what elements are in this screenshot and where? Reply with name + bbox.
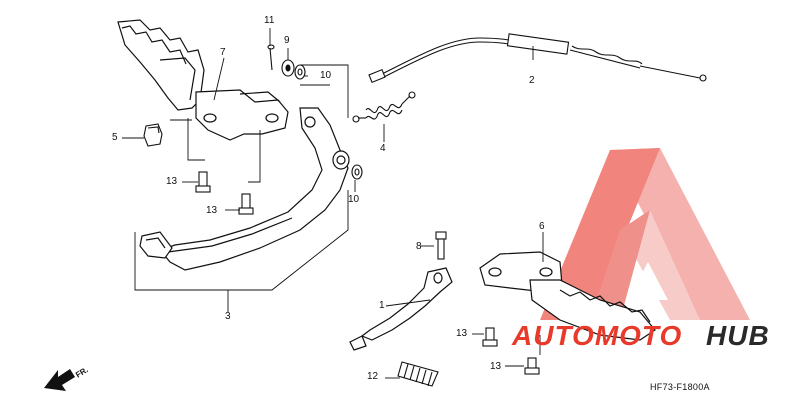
watermark-logo-mark — [540, 148, 750, 320]
callout-13-right-lower: 13 — [490, 361, 502, 372]
callout-11: 11 — [264, 15, 275, 26]
bolt-part-13c — [482, 327, 498, 347]
front-direction-arrow-icon — [44, 369, 75, 391]
watermark-wordmark-hub: HUB — [706, 320, 770, 351]
washer-part-10a — [294, 64, 306, 80]
diagram-reference-code: HF73-F1800A — [650, 382, 710, 392]
callout-13-right-upper: 13 — [456, 328, 468, 339]
callout-12: 12 — [367, 371, 379, 382]
shift-lever-part-1 — [349, 267, 453, 351]
callout-8: 8 — [416, 241, 422, 252]
right-step — [479, 251, 656, 341]
callout-6: 6 — [539, 221, 545, 232]
nut-part-5 — [143, 123, 163, 147]
callout-10-lower: 10 — [348, 194, 360, 205]
callout-13-left-lower: 13 — [206, 205, 218, 216]
washer-part-9 — [281, 59, 295, 77]
bolt-part-13d — [524, 357, 540, 375]
callout-9: 9 — [284, 35, 290, 46]
bolt-part-13b — [238, 193, 254, 215]
cotter-pin-part-11 — [267, 44, 275, 71]
callout-4: 4 — [380, 143, 386, 154]
callout-3: 3 — [225, 311, 231, 322]
pin-part-8 — [435, 231, 447, 260]
spring-part-4 — [352, 91, 416, 123]
callout-2: 2 — [529, 75, 535, 86]
leader-lines — [122, 28, 544, 379]
assembly-bracket-lines — [134, 64, 349, 302]
callout-10-upper: 10 — [320, 70, 332, 81]
watermark-wordmark-automoto: AUTOMOTO — [512, 320, 683, 351]
callout-1: 1 — [379, 300, 385, 311]
brake-cable-part-2 — [368, 33, 707, 84]
callout-7: 7 — [220, 47, 226, 58]
left-step — [117, 19, 289, 141]
washer-part-10b — [351, 164, 363, 180]
callout-13-left-upper: 13 — [166, 176, 178, 187]
rubber-part-12 — [397, 361, 439, 387]
callout-5: 5 — [112, 132, 118, 143]
bolt-part-13a — [195, 171, 211, 193]
brake-pedal — [139, 107, 350, 271]
